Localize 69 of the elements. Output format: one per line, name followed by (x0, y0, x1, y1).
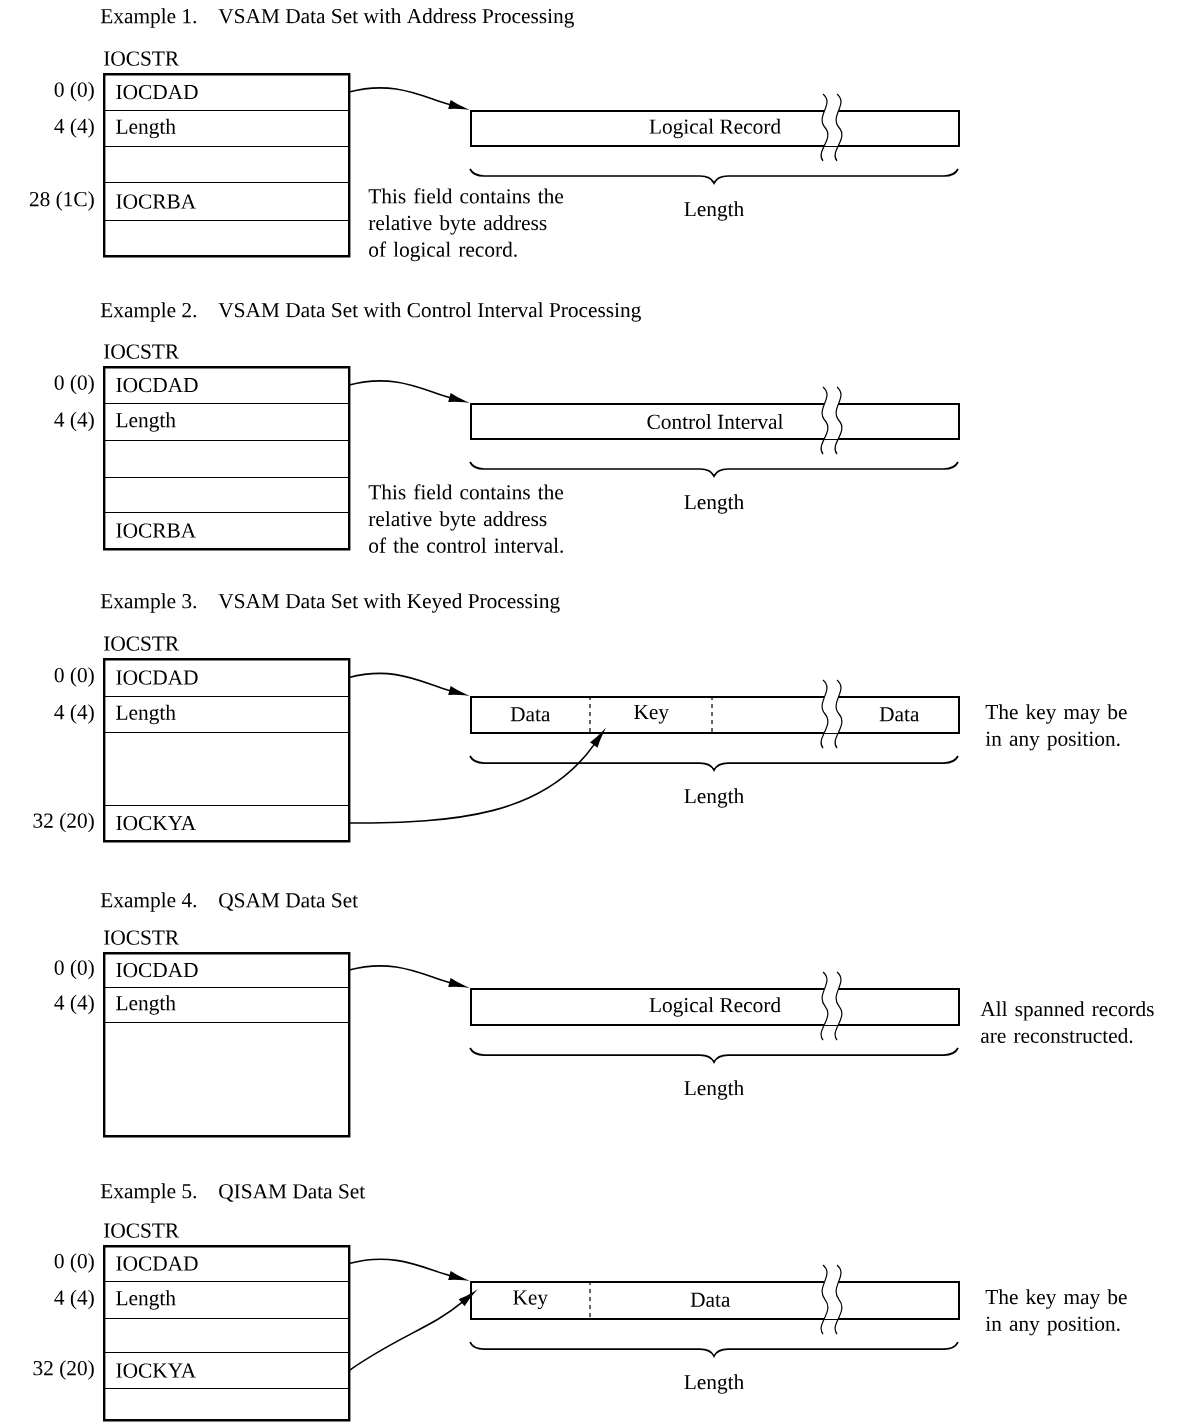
field-cell: IOCDAD (103, 73, 350, 112)
offset-label: 0 (0) (54, 374, 94, 395)
structure-name: IOCSTR (104, 1223, 180, 1238)
offset-label: 0 (0) (54, 81, 94, 102)
offset-label: 28 (1C) (29, 191, 94, 211)
record-field: Data (690, 1292, 731, 1307)
offset-label: 4 (4) (54, 994, 94, 1015)
field-cell (103, 1022, 350, 1137)
structure-name: IOCSTR (104, 930, 180, 945)
field-cell: IOCKYA (103, 1352, 350, 1390)
record-field: Data (510, 707, 551, 722)
offset-label: 0 (0) (54, 959, 94, 980)
length-label: Length (684, 1080, 744, 1100)
offset-label: 32 (20) (33, 812, 94, 833)
example-title: QISAM Data Set (219, 1184, 366, 1202)
example-number: Example 4. (100, 892, 197, 912)
field-cell (103, 477, 350, 514)
field-cell (103, 440, 350, 479)
example-number: Example 2. (100, 302, 197, 322)
record-field: Data (879, 707, 920, 722)
field-cell: IOCDAD (103, 658, 350, 698)
record-field: Key (634, 705, 669, 724)
offset-label: 4 (4) (54, 118, 94, 138)
length-label: Length (684, 1374, 744, 1394)
offset-label: 32 (20) (33, 1360, 94, 1380)
field-cell: Length (103, 987, 350, 1024)
note-text: This field contains the relative byte address of the control interval. (368, 484, 564, 553)
structure-name: IOCSTR (104, 636, 180, 651)
field-cell (103, 146, 350, 184)
field-cell (103, 220, 350, 257)
example-number: Example 3. (100, 593, 197, 613)
offset-label: 4 (4) (54, 704, 94, 724)
field-cell: IOCKYA (103, 805, 350, 842)
example-title: VSAM Data Set with Address Processing (218, 8, 574, 28)
field-cell: IOCDAD (103, 366, 350, 405)
note-text: All spanned records are reconstructed. (980, 1001, 1154, 1044)
example-number: Example 1. (100, 8, 197, 28)
structure-name: IOCSTR (104, 51, 180, 66)
note-text: The key may be in any position. (985, 1289, 1127, 1336)
field-cell (103, 1388, 350, 1421)
note-text: The key may be in any position. (985, 704, 1127, 751)
field-cell: Length (103, 110, 350, 148)
field-cell: IOCRBA (103, 182, 350, 222)
example-title: QSAM Data Set (219, 893, 358, 911)
offset-label: 4 (4) (54, 1289, 94, 1310)
field-cell: IOCDAD (103, 1245, 350, 1283)
length-label: Length (684, 788, 744, 808)
offset-label: 4 (4) (54, 411, 94, 432)
example-title: VSAM Data Set with Control Interval Processing (218, 302, 641, 322)
record-field: Key (513, 1290, 548, 1310)
note-text: This field contains the relative byte address of logical record. (368, 188, 564, 262)
offset-label: 0 (0) (54, 1253, 94, 1273)
arrow (348, 731, 604, 824)
field-cell: IOCRBA (103, 512, 350, 550)
field-cell (103, 732, 350, 807)
structure-name: IOCSTR (104, 344, 180, 359)
example-number: Example 5. (100, 1183, 197, 1203)
record-bar: Control Interval (470, 403, 960, 440)
field-cell (103, 1318, 350, 1354)
field-cell: Length (103, 403, 350, 442)
record-bar: Logical Record (470, 988, 960, 1026)
field-cell: IOCDAD (103, 952, 350, 989)
field-cell: Length (103, 1281, 350, 1320)
offset-label: 0 (0) (54, 667, 94, 687)
length-label: Length (684, 494, 744, 514)
example-title: VSAM Data Set with Keyed Processing (218, 593, 560, 613)
length-label: Length (684, 201, 744, 221)
record-bar: Logical Record (470, 110, 960, 147)
field-cell: Length (103, 696, 350, 734)
